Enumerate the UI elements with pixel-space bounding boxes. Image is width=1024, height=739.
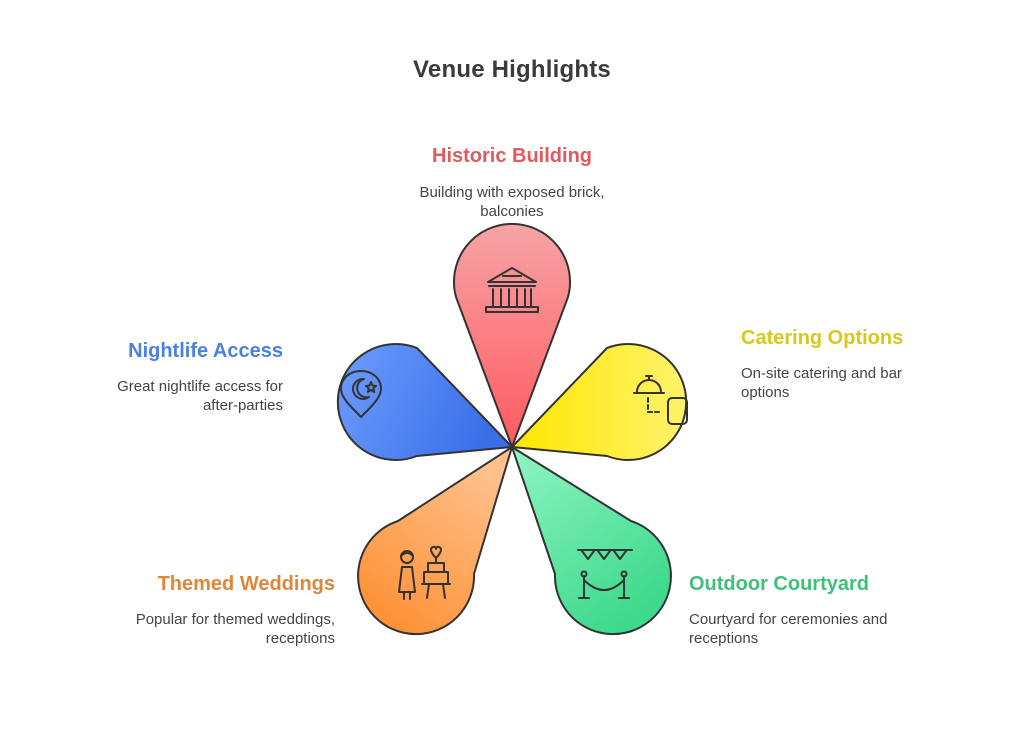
bride-cake-icon	[398, 545, 451, 600]
petal-catering-options	[511, 343, 688, 461]
label-catering-options: Catering Options	[741, 327, 904, 349]
moon-star-pin-icon	[340, 370, 382, 418]
desc-catering-options: On-site catering and bar options	[741, 365, 902, 401]
label-nightlife-access: Nightlife Access	[128, 340, 283, 362]
diagram-title: Venue Highlights	[413, 56, 611, 83]
label-themed-weddings: Themed Weddings	[157, 573, 335, 595]
label-historic-building: Historic Building	[432, 145, 592, 167]
label-outdoor-courtyard: Outdoor Courtyard	[689, 573, 869, 595]
petal-nightlife-access	[336, 343, 513, 461]
cloche-phone-icon	[633, 375, 688, 425]
petal-themed-weddings	[357, 446, 513, 636]
petal-outdoor-courtyard	[511, 446, 672, 636]
bank-building-icon	[485, 267, 539, 313]
desc-outdoor-courtyard: Courtyard for ceremonies and receptions	[689, 611, 888, 647]
desc-nightlife-access: Great nightlife access for after-parties	[117, 378, 283, 414]
petal-historic-building	[453, 222, 571, 448]
bunting-rope-icon	[577, 549, 633, 599]
desc-historic-building: Building with exposed brick, balconies	[419, 184, 605, 220]
desc-themed-weddings: Popular for themed weddings, receptions	[135, 611, 335, 647]
